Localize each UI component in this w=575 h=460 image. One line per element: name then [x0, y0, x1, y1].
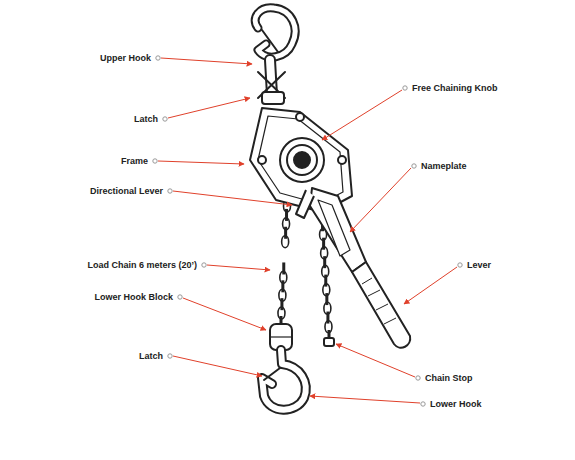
part-label: Lower Hook Block [94, 291, 173, 303]
part-label: Latch [134, 113, 158, 125]
chain-stop [324, 338, 334, 346]
part-label: Load Chain 6 meters (20’) [87, 259, 197, 271]
part-label: Directional Lever [90, 185, 163, 197]
part-label: Latch [139, 350, 163, 362]
part-label: Upper Hook [100, 52, 151, 64]
upper-hook [255, 8, 295, 104]
lever [296, 188, 410, 348]
part-label: Free Chaining Knob [412, 82, 498, 94]
part-label: Nameplate [421, 160, 467, 172]
part-label: Frame [121, 155, 148, 167]
free-chaining-knob [280, 138, 324, 182]
part-label: Lower Hook [430, 398, 482, 410]
leader-lines [153, 56, 462, 406]
lower-hook [262, 350, 306, 410]
part-label: Chain Stop [425, 372, 473, 384]
part-label: Lever [467, 259, 491, 271]
